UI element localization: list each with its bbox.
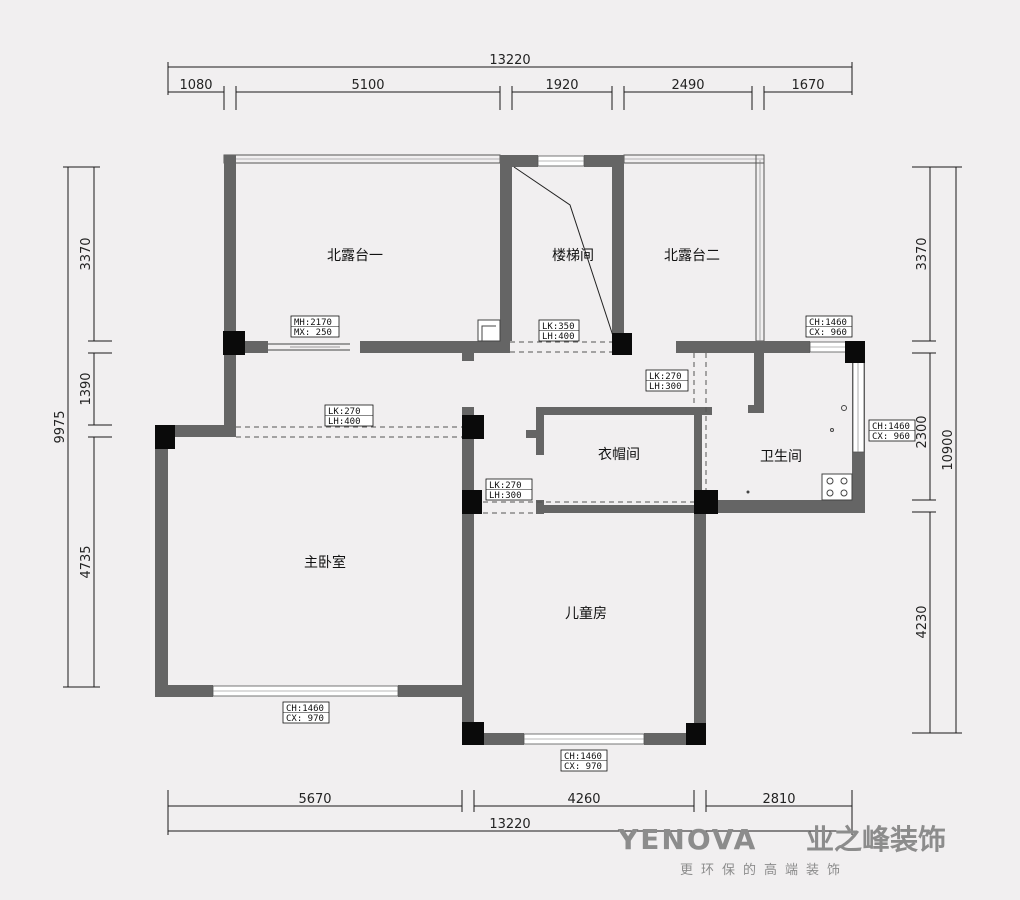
svg-text:CX: 970: CX: 970 (286, 714, 324, 724)
svg-text:CX: 960: CX: 960 (872, 432, 910, 442)
svg-text:CH:1460: CH:1460 (872, 422, 910, 432)
svg-text:CH:1460: CH:1460 (564, 752, 602, 762)
dim-top-total: 13220 (489, 53, 530, 68)
svg-text:LK:270: LK:270 (649, 372, 682, 382)
dim-left-seg-3: 4735 (79, 545, 94, 578)
svg-text:CX: 960: CX: 960 (809, 328, 847, 338)
svg-text:CX: 970: CX: 970 (564, 762, 602, 772)
room-north-terrace-1: 北露台一 (327, 248, 383, 264)
room-kids-room: 儿童房 (565, 605, 607, 622)
dim-bottom-seg-3: 2810 (762, 792, 795, 807)
dim-left-total: 9975 (53, 410, 68, 443)
dim-top-seg-2: 5100 (351, 78, 384, 93)
brand-slogan: 更环保的高端装饰 (680, 862, 848, 878)
room-master-bedroom: 主卧室 (304, 554, 346, 571)
openings (236, 341, 707, 514)
brand-logo-cn: 业之峰装饰 (806, 823, 946, 856)
svg-text:LK:350: LK:350 (542, 322, 575, 332)
dimension-lines (63, 62, 962, 835)
svg-text:LH:400: LH:400 (542, 332, 575, 342)
tag-hall-opening: LK:270 LH:300 (645, 369, 689, 392)
svg-text:LH:300: LH:300 (489, 491, 522, 501)
dim-right-total: 10900 (941, 429, 956, 470)
dim-top-seg-4: 2490 (671, 78, 704, 93)
svg-text:CH:1460: CH:1460 (809, 318, 847, 328)
walls (155, 154, 865, 745)
tag-master-opening: LK:270 LH:400 (324, 404, 374, 427)
dim-top-seg-5: 1670 (791, 78, 824, 93)
dim-right-seg-3: 4230 (915, 605, 930, 638)
dim-bottom-total: 13220 (489, 817, 530, 832)
tag-kids-window: CH:1460 CX: 970 (560, 749, 608, 772)
room-stairwell: 楼梯间 (552, 248, 594, 264)
dim-left-seg-1: 3370 (79, 237, 94, 270)
dimension-labels: 13220 1080 5100 1920 2490 1670 5670 4260… (53, 53, 956, 832)
tag-bath-window-top: CH:1460 CX: 960 (805, 315, 853, 338)
svg-text:CH:1460: CH:1460 (286, 704, 324, 714)
dim-top-seg-3: 1920 (545, 78, 578, 93)
svg-text:LK:270: LK:270 (489, 481, 522, 491)
svg-text:LH:300: LH:300 (649, 382, 682, 392)
columns (155, 331, 865, 745)
brand-logo: YENOVA 业之峰装饰 更环保的高端装饰 (617, 823, 946, 878)
dim-bottom-seg-1: 5670 (298, 792, 331, 807)
dim-top-seg-1: 1080 (179, 78, 212, 93)
svg-text:LH:400: LH:400 (328, 417, 361, 427)
brand-logo-latin: YENOVA (617, 823, 757, 856)
dim-right-seg-2: 2300 (915, 415, 930, 448)
tag-stair-opening: LK:350 LH:400 (538, 319, 580, 342)
svg-text:MH:2170: MH:2170 (294, 318, 332, 328)
tag-master-window: CH:1460 CX: 970 (282, 701, 330, 724)
tag-mh: MH:2170 MX: 250 (290, 315, 340, 338)
room-cloakroom: 衣帽间 (598, 447, 640, 463)
tag-bath-window-right: CH:1460 CX: 960 (868, 419, 916, 442)
dim-left-seg-2: 1390 (79, 372, 94, 405)
annotation-tags: MH:2170 MX: 250 LK:350 LH:400 CH:1460 CX… (282, 315, 916, 772)
svg-text:MX: 250: MX: 250 (294, 328, 332, 338)
stair-line (513, 166, 617, 346)
dim-right-seg-1: 3370 (915, 237, 930, 270)
dim-bottom-seg-2: 4260 (567, 792, 600, 807)
svg-text:LK:270: LK:270 (328, 407, 361, 417)
room-bathroom: 卫生间 (760, 449, 802, 465)
room-north-terrace-2: 北露台二 (664, 248, 720, 264)
room-labels: 北露台一 楼梯间 北露台二 衣帽间 卫生间 主卧室 儿童房 (304, 248, 802, 622)
tag-kids-opening: LK:270 LH:300 (485, 478, 533, 501)
